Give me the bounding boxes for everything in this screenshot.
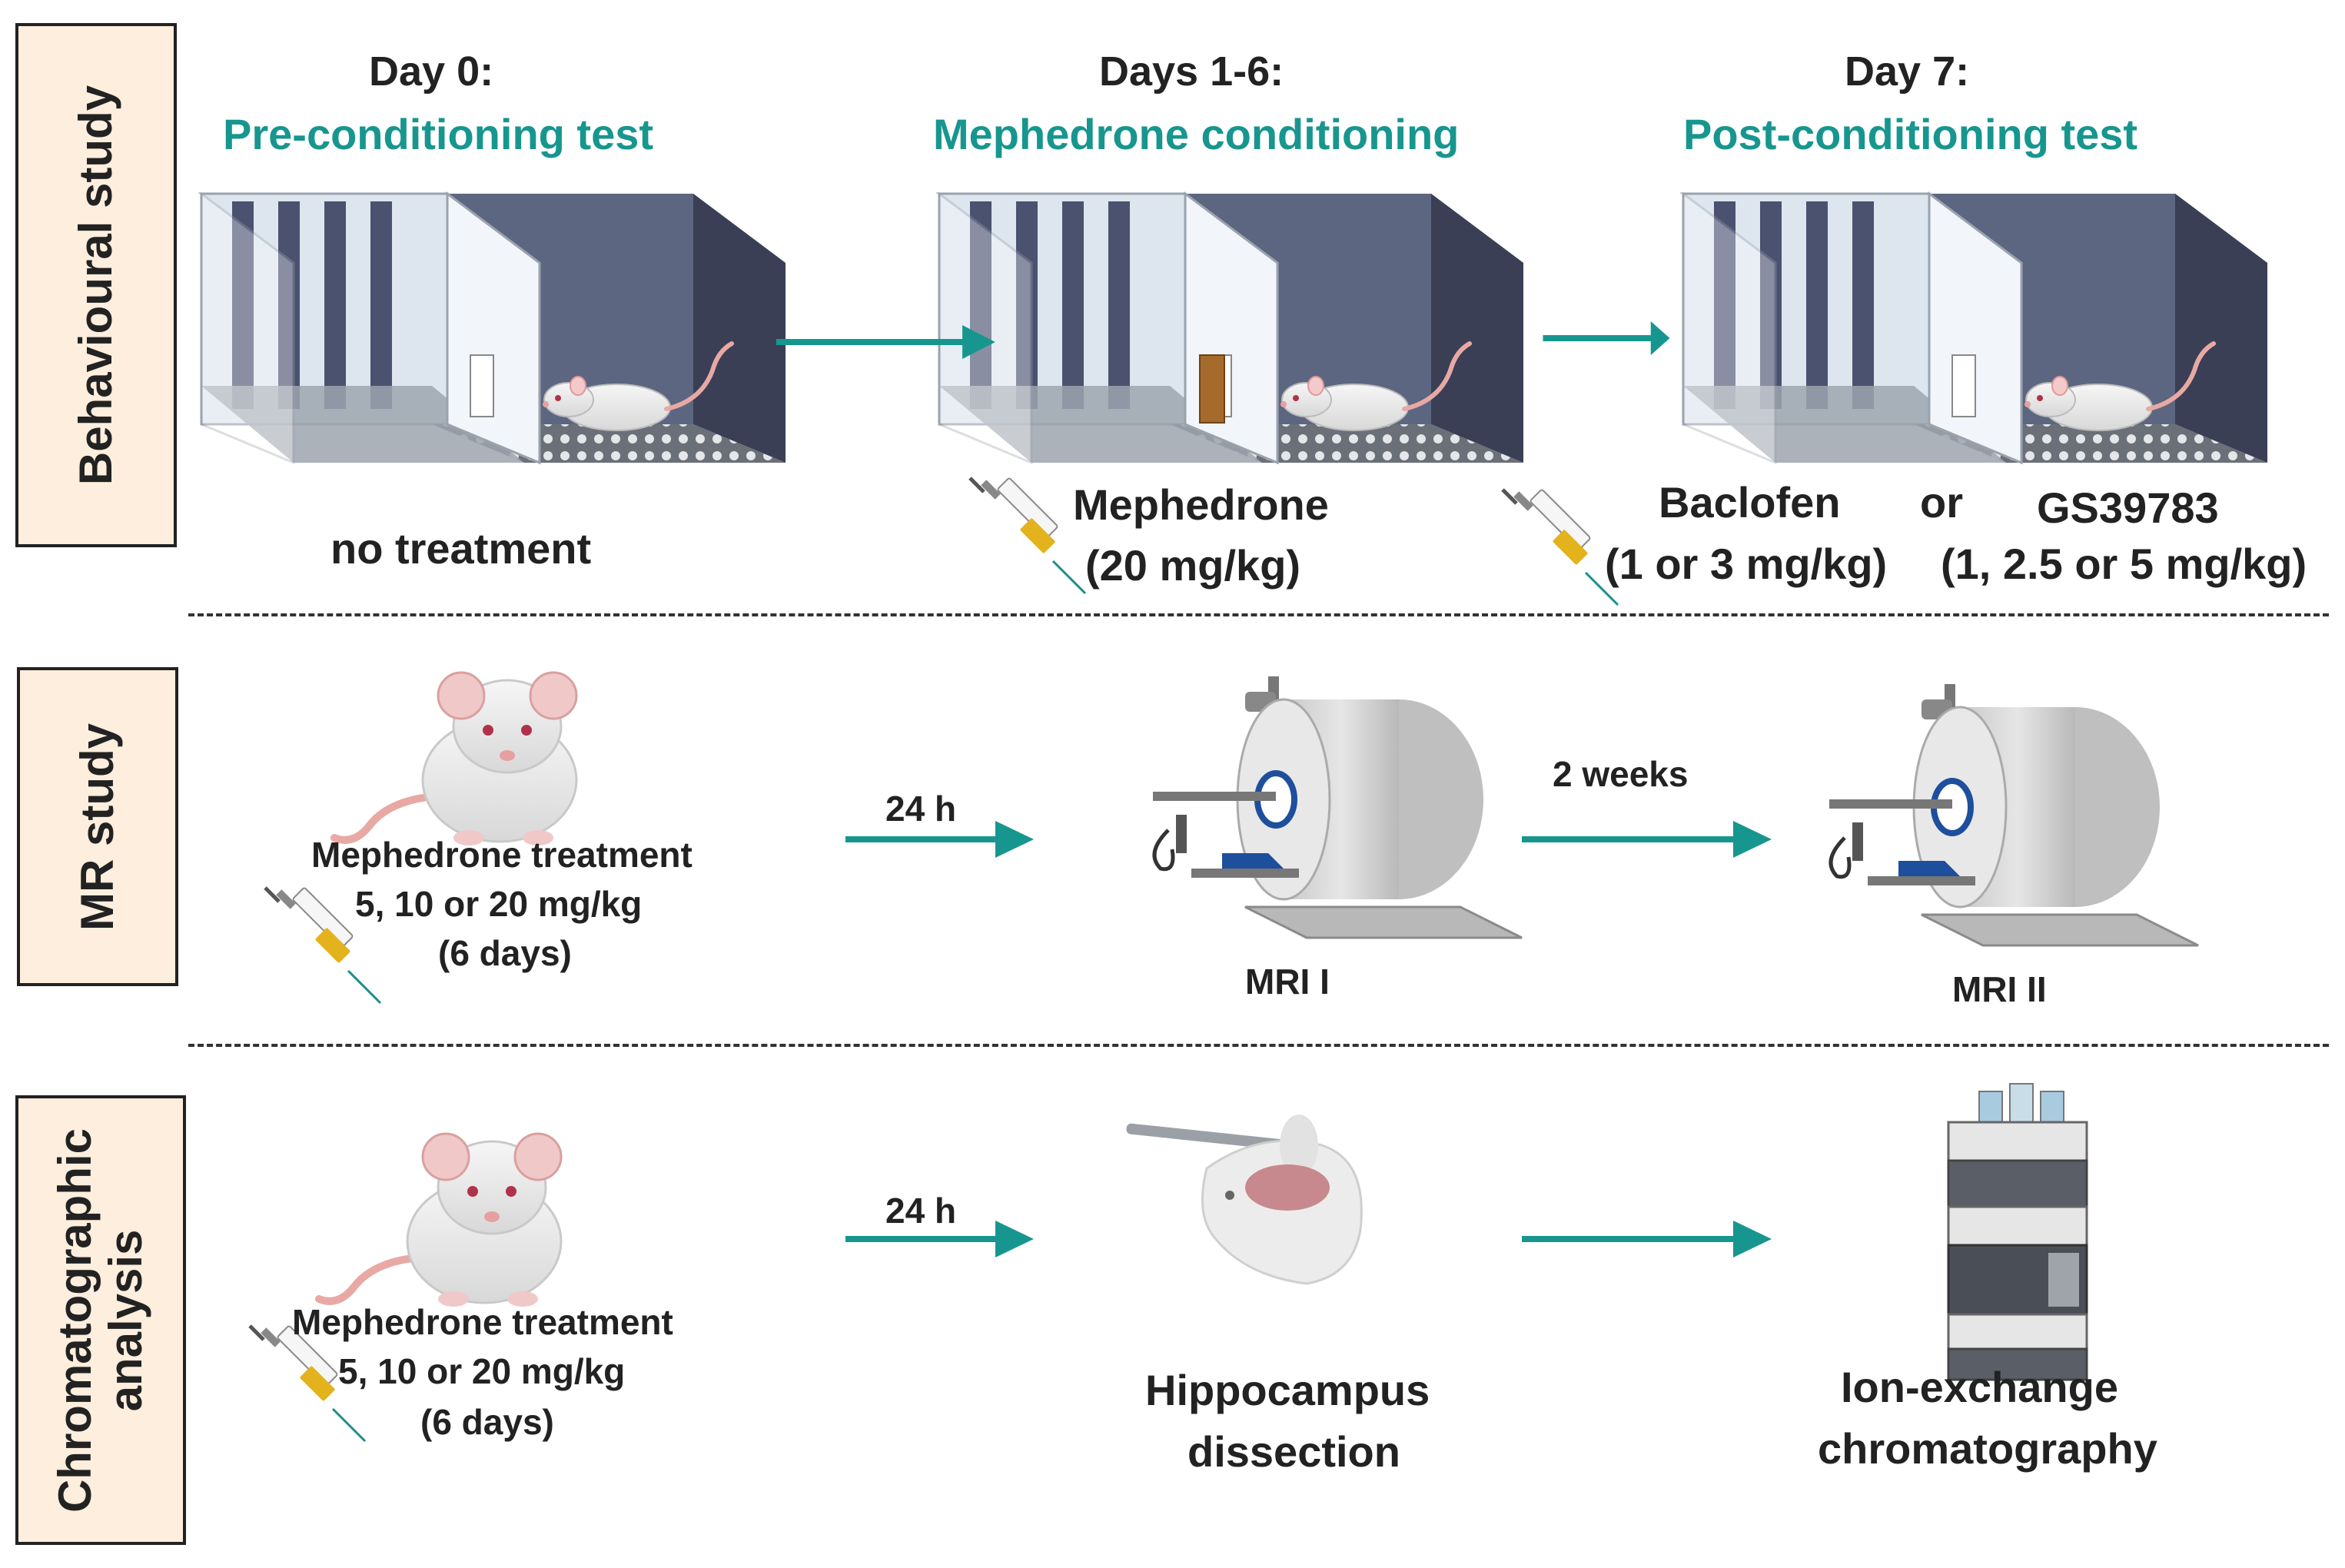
- row-label-mr: MR study: [17, 667, 178, 986]
- arrow-to-chromatography: [1522, 1221, 1772, 1257]
- arrow-24h-mr: [845, 821, 1034, 858]
- syringe-icon-mephedrone: [970, 477, 1085, 593]
- syringe-icon-gabab: [1503, 489, 1618, 605]
- gs39783-drug-label: GS39783: [2037, 483, 2219, 532]
- mr-treatment-line2: 5, 10 or 20 mg/kg: [355, 884, 643, 924]
- day0-phase: Pre-conditioning test: [223, 110, 653, 158]
- day0-title: Day 0:: [369, 48, 494, 95]
- divider-1: [188, 613, 2329, 616]
- cpp-box-days1-6: [939, 194, 1523, 463]
- no-treatment-label: no treatment: [330, 524, 592, 573]
- mri1-label: MRI I: [1245, 962, 1330, 1002]
- arrow-conditioning-to-test: [1543, 321, 1670, 355]
- or-connector-label: or: [1920, 478, 1963, 527]
- chrom-treatment-line1: Mephedrone treatment: [292, 1302, 673, 1342]
- mri2-label: MRI II: [1952, 969, 2047, 1009]
- dissection-line2: dissection: [1187, 1427, 1400, 1476]
- mephedrone-dose-label: (20 mg/kg): [1085, 541, 1301, 590]
- dissection-icon: [1126, 1115, 1363, 1285]
- cpp-box-day7: [1683, 194, 2267, 463]
- baclofen-drug-label: Baclofen: [1659, 478, 1841, 527]
- row-label-behavioural: Behavioural study: [15, 23, 177, 547]
- rat-icon-mr: [334, 673, 576, 845]
- mri-scanner-icon-2: [1829, 684, 2198, 945]
- chrom-treatment-line3: (6 days): [420, 1402, 554, 1442]
- days1-6-title: Days 1-6:: [1099, 48, 1284, 95]
- chromatography-line2: chromatography: [1818, 1424, 2157, 1473]
- mr-treatment-line3: (6 days): [438, 933, 572, 973]
- mr-treatment-line1: Mephedrone treatment: [311, 835, 693, 875]
- arrow-24h-chromatography: [845, 1221, 1034, 1257]
- cpp-box-day0: [201, 194, 786, 463]
- row-label-chromatographic: Chromatographic analysis: [15, 1095, 186, 1545]
- dissection-line1: Hippocampus: [1145, 1366, 1430, 1414]
- mr-arrow1-label: 24 h: [885, 789, 957, 829]
- mephedrone-drug-label: Mephedrone: [1073, 480, 1329, 529]
- baclofen-dose-label: (1 or 3 mg/kg): [1605, 540, 1888, 588]
- chrom-treatment-line2: 5, 10 or 20 mg/kg: [338, 1351, 626, 1391]
- mri-scanner-icon-1: [1153, 676, 1522, 938]
- chrom-arrow1-label: 24 h: [885, 1191, 957, 1231]
- mr-arrow2-label: 2 weeks: [1553, 754, 1689, 794]
- arrow-day0-to-conditioning: [776, 325, 995, 359]
- hplc-instrument-icon: [1947, 1082, 2088, 1381]
- divider-2: [188, 1044, 2329, 1047]
- day7-phase: Post-conditioning test: [1683, 110, 2138, 158]
- days1-6-phase: Mephedrone conditioning: [933, 110, 1460, 158]
- closed-door-icon: [1199, 354, 1225, 424]
- arrow-2weeks-mr: [1522, 821, 1772, 858]
- rat-icon-chromatography: [319, 1134, 561, 1307]
- gs39783-dose-label: (1, 2.5 or 5 mg/kg): [1941, 540, 2307, 588]
- chromatography-line1: Ion-exchange: [1841, 1363, 2118, 1411]
- day7-title: Day 7:: [1845, 48, 1970, 95]
